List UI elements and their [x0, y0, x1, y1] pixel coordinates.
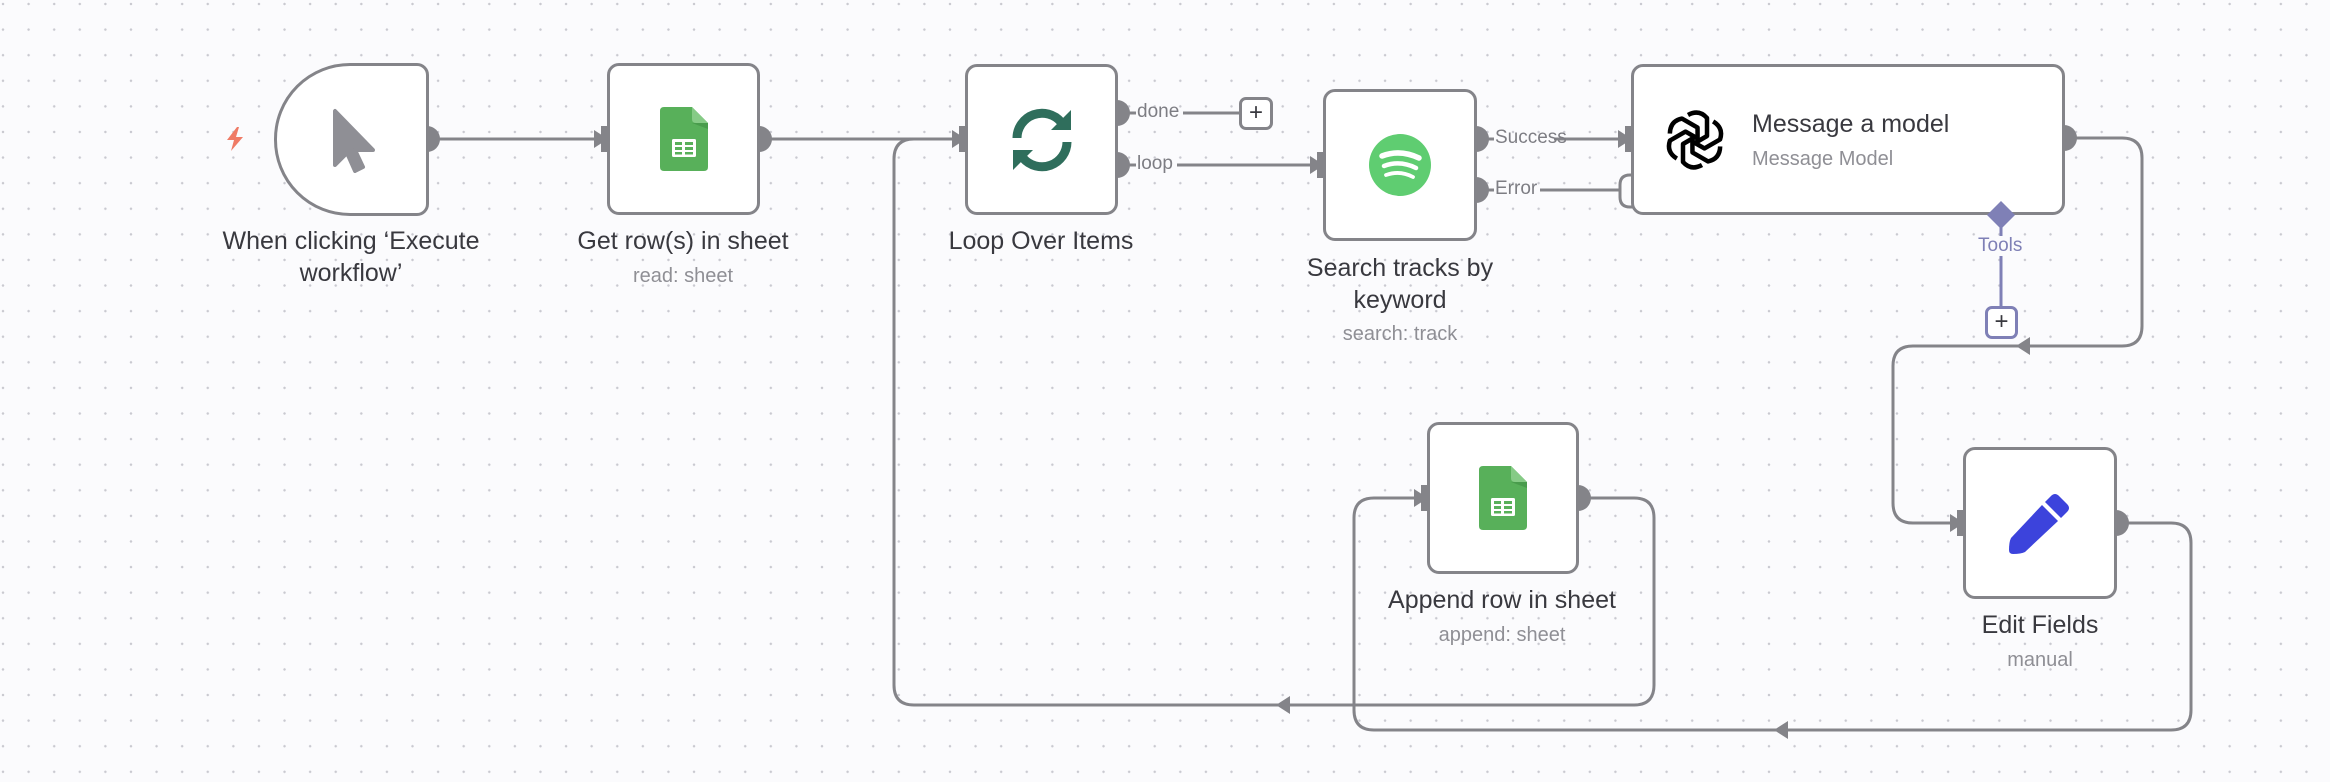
add-tool-button[interactable]: +: [1985, 306, 2018, 339]
node-get-rows-in-sheet[interactable]: [607, 63, 760, 215]
node-manual-trigger[interactable]: [274, 63, 429, 216]
cursor-icon: [332, 108, 375, 173]
loop-arrows-icon: [1012, 108, 1071, 171]
node-subtitle: append: sheet: [1438, 624, 1566, 646]
add-node-button[interactable]: +: [1239, 97, 1273, 130]
node-title: Edit Fields: [1981, 611, 2099, 639]
arrowhead-midpath: [2016, 337, 2030, 355]
node-title: Append row in sheet: [1388, 586, 1616, 614]
lightning-bolt-icon: [227, 127, 243, 151]
spotify-icon: [1369, 134, 1431, 196]
node-title: Message a model: [1752, 110, 1950, 138]
output-label-success: Success: [1495, 127, 1567, 148]
edge-error-bracket: [1618, 173, 1634, 209]
output-label-error: Error: [1495, 178, 1538, 199]
openai-icon: [1666, 110, 1724, 170]
node-title: Loop Over Items: [948, 227, 1134, 255]
node-message-a-model[interactable]: Message a model Message Model: [1631, 64, 2065, 215]
node-loop-over-items[interactable]: [965, 64, 1118, 215]
arrowhead-midpath: [1276, 696, 1290, 714]
output-label-loop: loop: [1137, 153, 1173, 174]
node-subtitle: read: sheet: [632, 265, 734, 287]
arrowhead-midpath: [1774, 721, 1788, 739]
google-sheets-icon: [659, 107, 708, 171]
tools-input-label: Tools: [1978, 235, 2023, 256]
edge-edit-fields-to-append[interactable]: [1352, 496, 2193, 732]
node-subtitle: Message Model: [1752, 148, 1894, 170]
tools-input-diamond[interactable]: [1986, 200, 2016, 230]
output-label-done: done: [1137, 101, 1180, 122]
edge-append-to-loop[interactable]: [892, 137, 1656, 707]
node-edit-fields[interactable]: [1963, 447, 2117, 599]
node-append-row-in-sheet[interactable]: [1427, 422, 1579, 574]
node-subtitle: search: track: [1342, 323, 1458, 345]
google-sheets-icon: [1479, 466, 1527, 530]
pencil-icon: [2009, 494, 2069, 554]
node-search-tracks[interactable]: [1323, 89, 1477, 241]
node-title: Get row(s) in sheet: [577, 227, 789, 255]
node-subtitle: manual: [2007, 649, 2073, 671]
